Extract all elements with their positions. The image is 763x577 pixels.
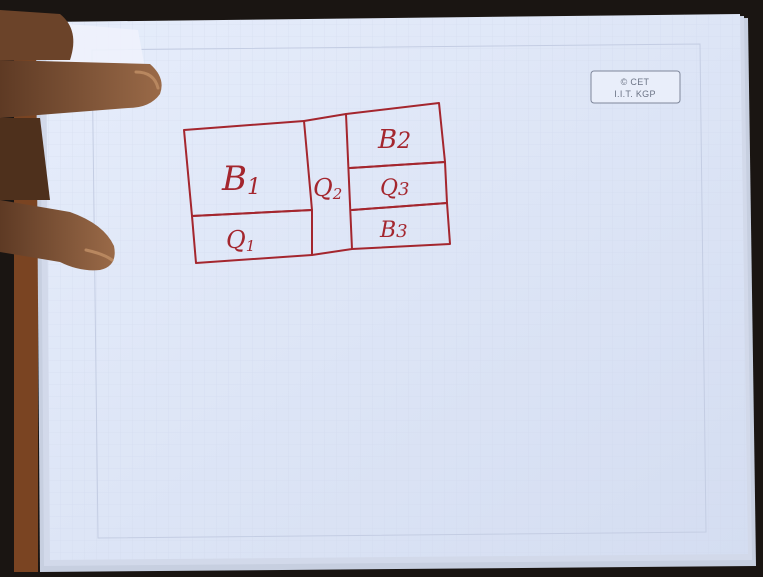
hand-palm [0,10,73,60]
label-b3: B3 [379,218,408,243]
watermark-logo: © CET I.I.T. KGP [591,71,680,103]
label-b2: B2 [377,125,411,155]
watermark-line1: © CET [621,77,650,87]
watermark-line2: I.I.T. KGP [614,89,656,99]
label-q3: Q3 [380,176,410,201]
